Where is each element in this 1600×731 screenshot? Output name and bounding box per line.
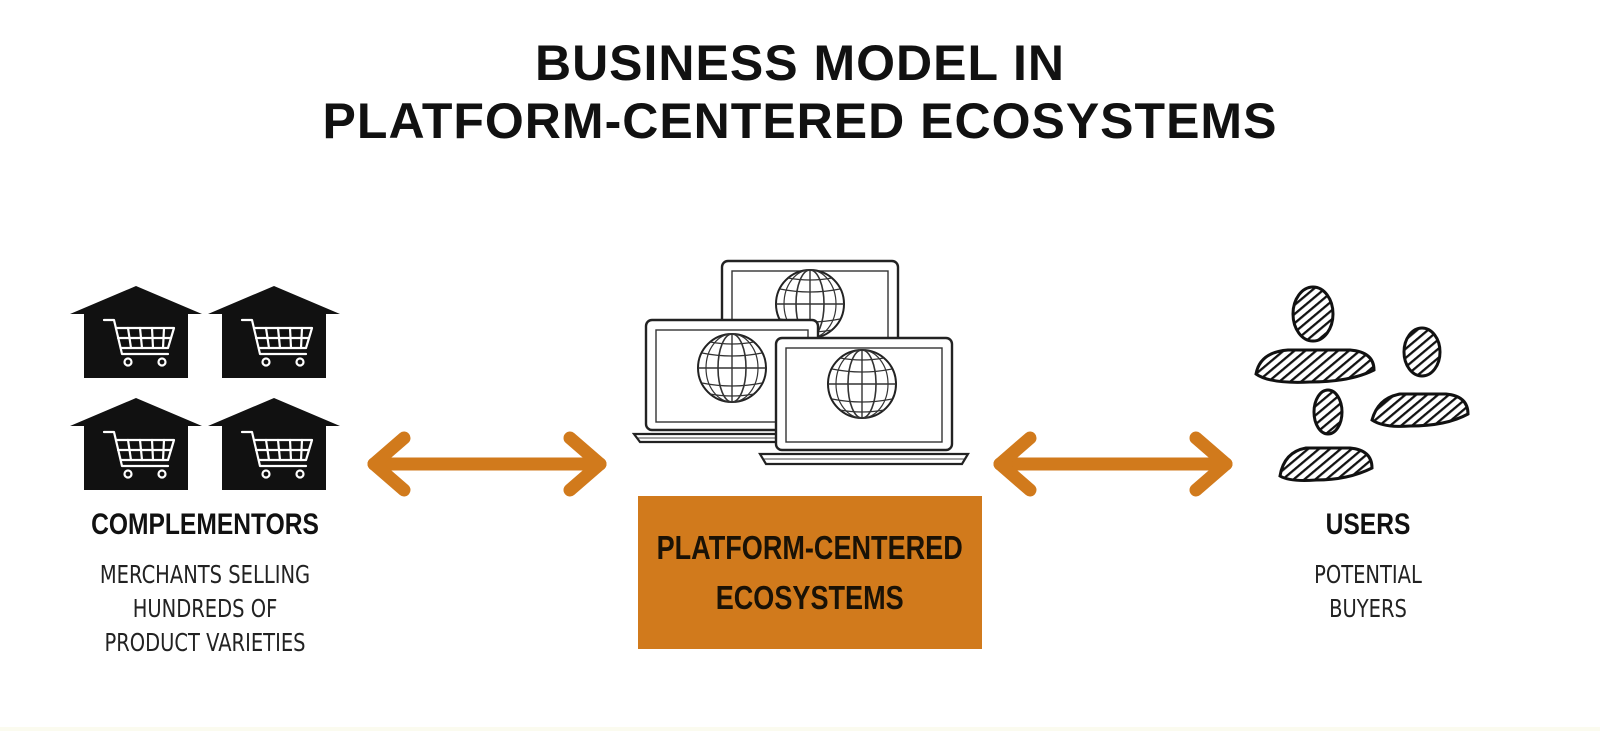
complementors-desc-line-1: MERCHANTS SELLING [99, 560, 311, 589]
store-cart-icon [206, 284, 342, 380]
bottom-strip [0, 727, 1600, 731]
complementors-description: MERCHANTS SELLING HUNDREDS OF PRODUCT VA… [69, 558, 342, 660]
laptop-globe-icon-group [631, 259, 970, 466]
complementors-desc-line-2: HUNDREDS OF [132, 594, 278, 623]
double-arrow-left [367, 431, 607, 497]
store-cart-icon [68, 284, 204, 380]
person-icon [1370, 326, 1470, 428]
laptop-icon [758, 336, 970, 466]
users-icon-group [1254, 285, 1470, 482]
platform-label-line-1: PLATFORM-CENTERED [656, 528, 964, 566]
store-cart-icon [206, 396, 342, 492]
users-desc-line-2: BUYERS [1329, 594, 1407, 623]
complementors-icon-group [68, 284, 342, 492]
store-cart-icon [68, 396, 204, 492]
platform-box: PLATFORM-CENTERED ECOSYSTEMS [638, 496, 982, 649]
platform-label-line-2: ECOSYSTEMS [716, 578, 904, 616]
users-description: POTENTIAL BUYERS [1290, 558, 1446, 626]
complementors-heading: COMPLEMENTORS [91, 508, 319, 541]
person-icon [1278, 388, 1374, 482]
platform-label: PLATFORM-CENTERED ECOSYSTEMS [657, 523, 963, 623]
title-line-2: PLATFORM-CENTERED ECOSYSTEMS [322, 93, 1278, 149]
person-icon [1254, 285, 1376, 384]
users-heading: USERS [1325, 508, 1411, 541]
users-desc-line-1: POTENTIAL [1314, 560, 1422, 589]
double-arrow-right [993, 431, 1233, 497]
complementors-desc-line-3: PRODUCT VARIETIES [104, 628, 306, 657]
title-line-1: BUSINESS MODEL IN [534, 35, 1066, 91]
diagram-title: BUSINESS MODEL IN PLATFORM-CENTERED ECOS… [0, 34, 1600, 150]
